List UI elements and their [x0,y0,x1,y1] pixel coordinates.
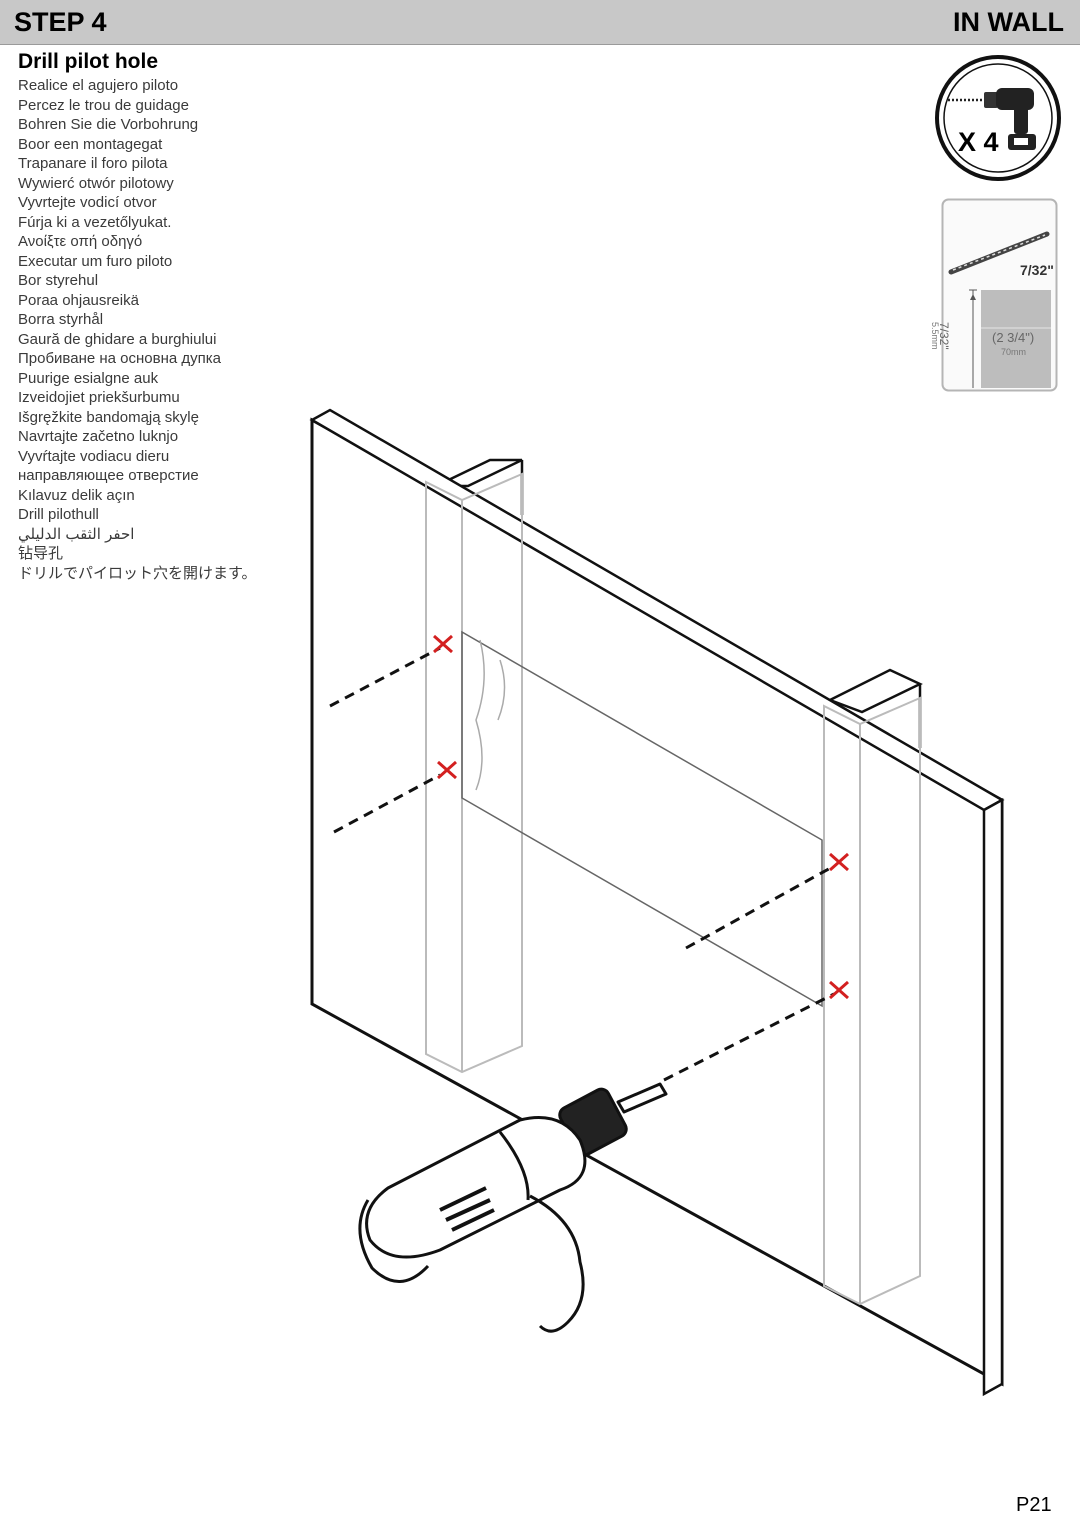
translation-de: Bohren Sie die Vorbohrung [18,116,199,133]
bit-spec-card [941,198,1058,392]
translation-hu: Fúrja ki a vezetőlyukat. [18,213,172,231]
depth-mm-label: 70mm [1001,347,1027,357]
page-number: P21 [1016,1494,1052,1516]
translation-lt: Išgręžkite bandomąją skylę [18,408,199,426]
pilot-hole-guides [329,646,835,1082]
translation-ru: направляющее отверстие [18,467,199,484]
translation-pl: Wywierć otwór pilotowy [18,174,174,192]
translation-sv: Borra styrhål [18,311,104,328]
translation-et: Puurige esialgne auk [18,369,159,387]
translation-el: Ανοίξτε οπή οδηγό [18,233,143,250]
mount-outline [461,630,823,1008]
translation-bg: Пробиване на основна дупка [18,350,222,367]
pilot-hole-mark [433,634,453,654]
translation-sk: Vyvŕtajte vodiacu dieru [18,447,170,465]
pilot-hole-mark [437,760,457,780]
drill-bit-icon [948,231,1050,275]
pilot-hole-mark [829,980,849,1000]
mounting-location-label: IN WALL [953,7,1064,37]
translation-zh: 钻导孔 [18,545,64,562]
translation-fr: Percez le trou de guidage [18,96,189,114]
translation-ja: ドリルでパイロット穴を開けます。 [18,564,257,582]
step-header: STEP 4 IN WALL [0,0,1080,45]
translation-ro: Gaură de ghidare a burghiului [18,330,217,348]
translation-es: Realice el agujero piloto [18,77,179,94]
translation-fi: Poraa ohjausreikä [18,291,139,309]
translation-sl: Navrtajte začetno luknjo [18,428,179,445]
depth-label: (2 3/4") [992,330,1035,345]
translation-da: Bor styrehul [18,272,99,289]
side-dimension-mm-label: 5.5mm [930,322,940,350]
translation-list: Realice el agujero piloto Percez le trou… [18,76,257,583]
translation-nl: Boor een montagegat [18,135,163,153]
drill-icon [948,88,1036,150]
translation-cs: Vyvrtejte vodicí otvor [18,194,157,211]
pilot-hole-mark [829,852,849,872]
step-title: Drill pilot hole [18,50,158,73]
translation-lv: Izveidojiet priekšurbumu [18,389,180,406]
step-label: STEP 4 [14,7,107,37]
wall-section [981,290,1051,388]
translation-no: Drill pilothull [18,506,99,523]
translation-tr: Kılavuz delik açın [18,486,135,504]
bit-size-label: 7/32" [1020,262,1054,278]
drywall-panel [309,408,1005,1397]
translation-pt: Executar um furo piloto [18,252,173,270]
stud-ghost-right [823,696,921,1306]
pilot-hole-marks [433,634,849,1000]
wall-drilling-illustration [309,408,1005,1397]
drill-in-hand [358,1082,668,1333]
drill-badge [935,55,1061,181]
translation-it: Trapanare il foro pilota [18,155,168,172]
quantity-label: X 4 [958,127,999,157]
translation-ar: احفر الثقب الدليلي [18,525,135,543]
